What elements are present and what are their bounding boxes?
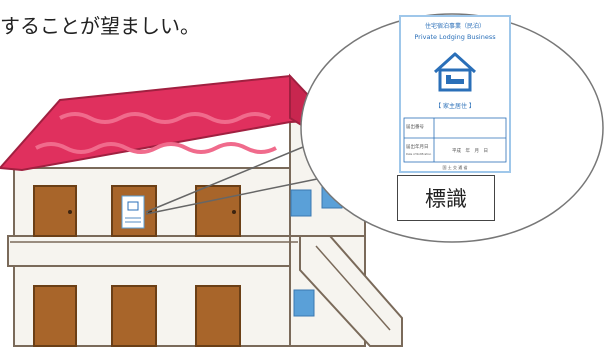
roof-wave-1 bbox=[59, 112, 271, 124]
callout-pointer-bottom bbox=[145, 177, 323, 215]
balcony-slab bbox=[7, 235, 301, 267]
enlarged-sign: 住宅宿泊事業（民泊） Private Lodging Business 【 家主… bbox=[399, 15, 511, 173]
house-with-bed-icon bbox=[433, 52, 477, 92]
sign-title-en: Private Lodging Business bbox=[414, 33, 496, 41]
door-knob bbox=[68, 210, 72, 214]
door-upper-right bbox=[195, 185, 241, 237]
sign-footer: 国 土 交 通 省 bbox=[442, 164, 467, 170]
window-lower-side bbox=[293, 289, 315, 317]
door-knob bbox=[232, 210, 236, 214]
staircase bbox=[299, 235, 403, 347]
door-lower-left bbox=[33, 285, 77, 347]
small-sign-on-door bbox=[121, 195, 145, 229]
door-lower-right bbox=[195, 285, 241, 347]
caption-text: することが望ましい。 bbox=[0, 14, 200, 38]
roof-wave-2 bbox=[35, 142, 277, 154]
sign-category: 【 家主居住 】 bbox=[435, 102, 475, 110]
sign-row2-label-en: Date of Notification bbox=[406, 152, 432, 156]
sign-table bbox=[403, 117, 507, 163]
sign-title-jp: 住宅宿泊事業（民泊） bbox=[425, 22, 485, 30]
callout-pointer-top bbox=[145, 139, 321, 213]
stair-rail bbox=[315, 245, 391, 331]
sign-row1-label: 届出番号 bbox=[406, 123, 424, 130]
door-lower-center bbox=[111, 285, 157, 347]
small-sign-house-icon bbox=[127, 201, 139, 211]
callout-label: 標識 bbox=[397, 175, 495, 221]
window-upper-side bbox=[290, 189, 312, 217]
sign-row2-label: 届出年月日 bbox=[406, 143, 429, 150]
sign-date-fields: 平成 年 月 日 bbox=[452, 147, 488, 154]
